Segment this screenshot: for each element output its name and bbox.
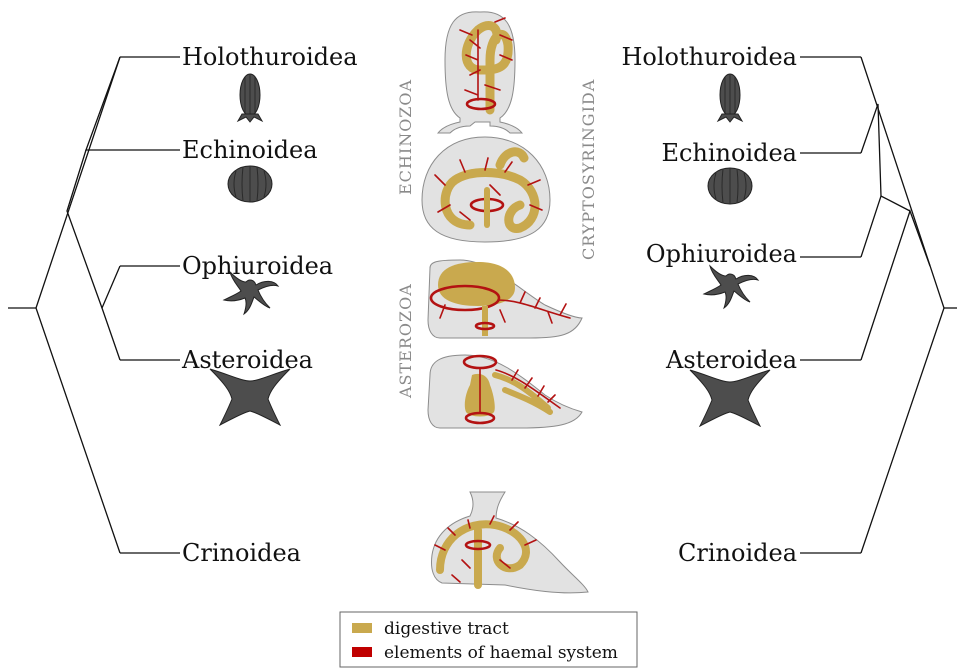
left-label-crinoidea: Crinoidea: [182, 539, 301, 567]
left-echinozoa-node: [86, 57, 120, 150]
right-cladogram: [800, 57, 957, 553]
left-sea-urchin-icon: [228, 166, 272, 202]
left-asterozoa-node: [102, 266, 120, 360]
right-brittle-star-icon: [704, 266, 758, 308]
clade-label-cryptosyringida: CRYPTOSYRINGIDA: [579, 79, 598, 260]
legend-swatch-haemal: [352, 647, 372, 657]
left-crinoidea-split: [36, 57, 120, 553]
right-starfish-icon: [690, 370, 770, 426]
right-label-echinoidea: Echinoidea: [661, 139, 797, 167]
right-label-asteroidea: Asteroidea: [665, 346, 797, 374]
echinoid-anatomy-diagram: [422, 137, 550, 242]
right-sea-cucumber-icon: [718, 74, 742, 122]
legend: digestive tract elements of haemal syste…: [340, 612, 637, 667]
holothuroid-anatomy-diagram: [438, 12, 522, 133]
right-echinozoa-node: [861, 104, 881, 196]
legend-swatch-digestive: [352, 623, 372, 633]
right-label-holothuroidea: Holothuroidea: [621, 43, 797, 71]
right-label-crinoidea: Crinoidea: [678, 539, 797, 567]
clade-label-asterozoa: ASTEROZOA: [396, 283, 415, 399]
left-starfish-icon: [210, 369, 290, 425]
right-cryptosyringida-node: [861, 196, 910, 257]
right-label-ophiuroidea: Ophiuroidea: [646, 240, 797, 268]
ophiuroid-anatomy-diagram: [428, 260, 582, 338]
left-label-holothuroidea: Holothuroidea: [182, 43, 358, 71]
left-label-asteroidea: Asteroidea: [181, 346, 313, 374]
left-sea-cucumber-icon: [238, 74, 262, 122]
clade-label-echinozoa: ECHINOZOA: [396, 79, 415, 195]
legend-label-haemal: elements of haemal system: [384, 643, 618, 663]
right-crinoidea-split: [861, 57, 944, 553]
left-eleutherozoa-node: [67, 150, 102, 308]
legend-label-digestive: digestive tract: [384, 619, 509, 639]
left-label-ophiuroidea: Ophiuroidea: [182, 252, 333, 280]
crinoid-anatomy-diagram: [431, 492, 588, 593]
left-cladogram: [8, 57, 180, 553]
asteroid-anatomy-diagram: [428, 355, 582, 428]
left-label-echinoidea: Echinoidea: [182, 136, 318, 164]
right-sea-urchin-icon: [708, 168, 752, 204]
